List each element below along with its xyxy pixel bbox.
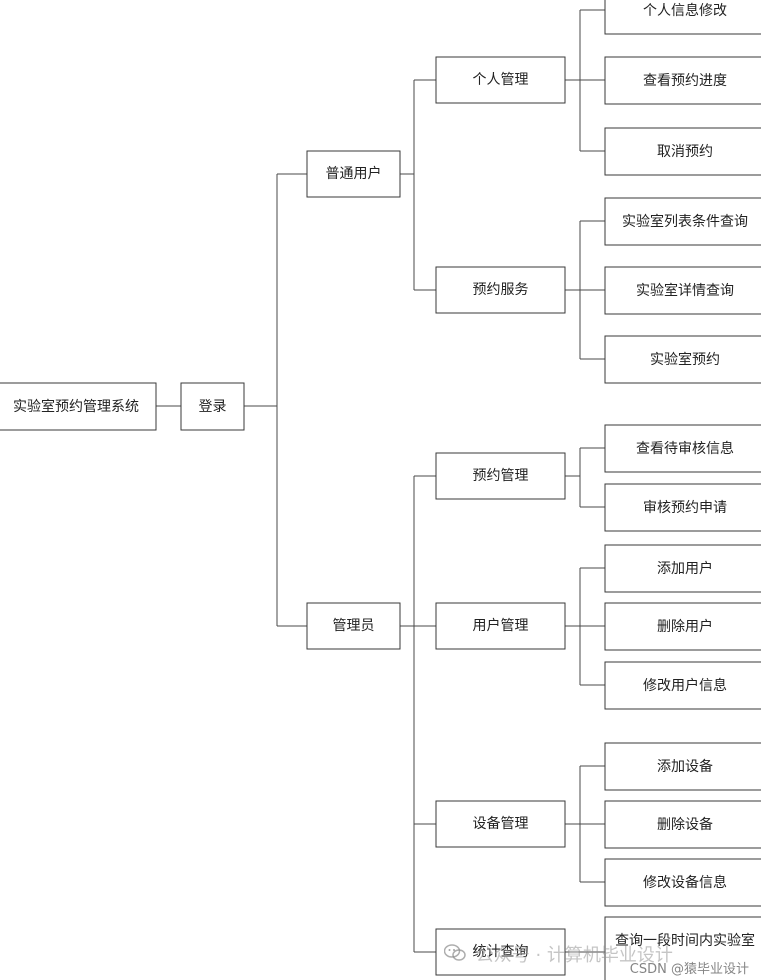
node-label: 取消预约 — [657, 144, 713, 160]
node-label: 删除用户 — [657, 618, 713, 635]
node-label: 实验室预约 — [650, 351, 720, 368]
node-label: 实验室预约管理系统 — [13, 398, 139, 415]
node-view-pending-review: 查看待审核信息 — [604, 424, 761, 473]
node-lab-detail-query: 实验室详情查询 — [604, 266, 761, 315]
node-label: 用户管理 — [473, 617, 529, 634]
node-label: 预约管理 — [473, 468, 529, 484]
node-label: 个人信息修改 — [643, 2, 727, 19]
node-user-management: 用户管理 — [435, 602, 566, 650]
node-label: 修改用户信息 — [643, 677, 727, 694]
node-label: 统计查询 — [473, 944, 529, 960]
node-reservation-service: 预约服务 — [435, 266, 566, 314]
node-add-user: 添加用户 — [604, 544, 761, 593]
node-label: 设备管理 — [473, 815, 529, 832]
node-stats-period-lab: 查询一段时间内实验室 — [604, 916, 761, 980]
node-cancel-reservation: 取消预约 — [604, 127, 761, 176]
node-lab-reservation: 实验室预约 — [604, 335, 761, 384]
node-view-progress: 查看预约进度 — [604, 56, 761, 105]
node-label: 添加用户 — [657, 560, 713, 577]
node-label: 登录 — [199, 399, 227, 415]
node-label: 普通用户 — [326, 165, 382, 182]
node-delete-user: 删除用户 — [604, 602, 761, 651]
node-label: 修改设备信息 — [643, 874, 727, 891]
node-personal-management: 个人管理 — [435, 56, 566, 104]
node-label: 删除设备 — [657, 816, 713, 833]
node-root: 实验室预约管理系统 — [0, 382, 157, 431]
node-reservation-management: 预约管理 — [435, 452, 566, 500]
node-label: 查看待审核信息 — [636, 440, 734, 457]
node-label: 添加设备 — [657, 758, 713, 775]
node-review-application: 审核预约申请 — [604, 483, 761, 532]
node-edit-user-info: 修改用户信息 — [604, 661, 761, 710]
node-device-management: 设备管理 — [435, 800, 566, 848]
node-add-device: 添加设备 — [604, 742, 761, 791]
node-label: 实验室详情查询 — [636, 282, 734, 299]
node-admin: 管理员 — [306, 602, 401, 650]
node-edit-device-info: 修改设备信息 — [604, 858, 761, 907]
node-delete-device: 删除设备 — [604, 800, 761, 849]
node-label: 查看预约进度 — [643, 73, 727, 89]
node-edit-personal-info: 个人信息修改 — [604, 0, 761, 35]
node-normal-user: 普通用户 — [306, 150, 401, 198]
connector-lines — [156, 9, 605, 953]
node-statistics-query: 统计查询 — [435, 928, 566, 976]
node-label: 个人管理 — [473, 72, 529, 88]
node-lab-list-query: 实验室列表条件查询 — [604, 197, 761, 246]
node-label: 预约服务 — [473, 282, 529, 298]
node-login: 登录 — [180, 382, 245, 431]
node-label: 查询一段时间内实验室 — [615, 932, 755, 949]
node-label: 实验室列表条件查询 — [622, 213, 748, 230]
node-label: 管理员 — [333, 618, 375, 634]
node-label: 审核预约申请 — [643, 500, 727, 516]
